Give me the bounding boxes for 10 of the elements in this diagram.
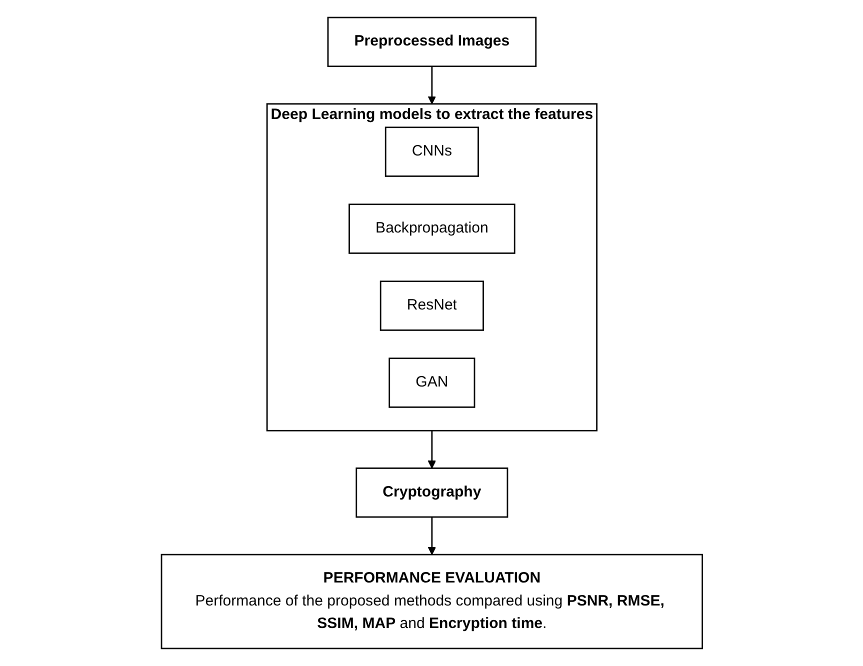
node-box: GAN — [388, 358, 475, 408]
node-box: PERFORMANCE EVALUATION Performance of the proposed methods compared using PSNR, RMSE, SSIM, MAP and Encryption time. — [160, 554, 703, 650]
node-box: Preprocessed Images — [326, 16, 536, 68]
arrow — [427, 517, 436, 555]
arrow — [427, 430, 436, 469]
node-box: CNNs — [384, 126, 479, 177]
node-box: ResNet — [379, 280, 484, 331]
node-box: Cryptography — [355, 468, 508, 518]
node-box: Backpropagation — [348, 204, 515, 254]
arrow — [427, 66, 436, 104]
